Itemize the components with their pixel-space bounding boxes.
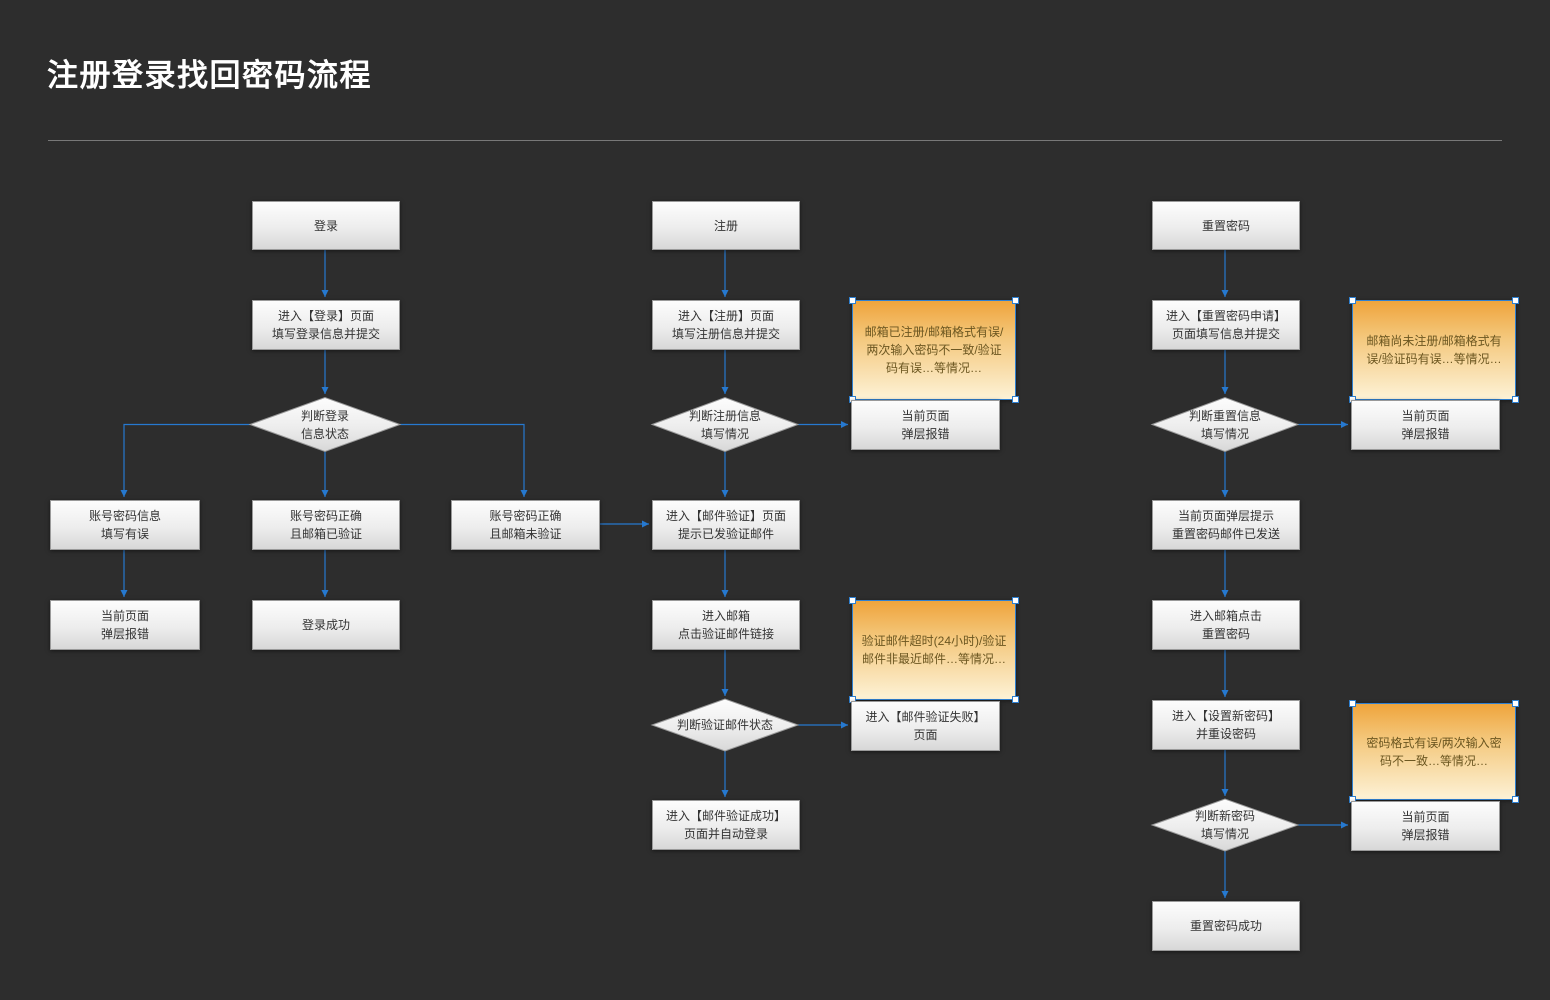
note-register-errors[interactable]: 邮箱已注册/邮箱格式有误/两次输入密码不一致/验证码有误…等情况… [849,297,1019,400]
node-login-start-label: 登录 [313,218,338,233]
node-register-check-label: 判断注册信息 填写情况 [688,408,761,441]
node-reset-click-label: 进入邮箱点击 重置密码 [1189,609,1262,641]
note-verify-errors[interactable]: 验证邮件超时(24小时)/验证邮件非最近邮件…等情况… [849,597,1019,700]
node-login-ok-verified[interactable]: 账号密码正确 且邮箱已验证 [252,500,400,550]
node-reset-start[interactable]: 重置密码 [1152,201,1300,250]
node-reset-error-popup-1-label: 当前页面 弹层报错 [1401,409,1450,441]
node-register-start-label: 注册 [713,218,738,233]
node-login-ok-unverified[interactable]: 账号密码正确 且邮箱未验证 [451,500,600,550]
node-reset-check[interactable]: 判断重置信息 填写情况 [1152,397,1298,452]
node-reset-success[interactable]: 重置密码成功 [1152,901,1300,951]
node-login-ok-unverified-label: 账号密码正确 且邮箱未验证 [489,509,562,541]
node-login-start[interactable]: 登录 [252,201,400,250]
node-verify-click-label: 进入邮箱 点击验证邮件链接 [677,609,774,641]
node-login-check[interactable]: 判断登录 信息状态 [250,397,400,452]
node-login-check-label: 判断登录 信息状态 [300,408,349,441]
node-reset-new-password[interactable]: 进入【设置新密码】 并重设密码 [1152,700,1300,750]
node-verify-page[interactable]: 进入【邮件验证】页面 提示已发验证邮件 [652,500,800,550]
node-register-error-popup-label: 当前页面 弹层报错 [901,409,950,441]
node-login-enter[interactable]: 进入【登录】页面 填写登录信息并提交 [252,300,400,350]
node-login-enter-label: 进入【登录】页面 填写登录信息并提交 [271,309,380,341]
note-new-password-errors[interactable]: 密码格式有误/两次输入密码不一致…等情况… [1349,700,1519,800]
node-reset-mail-sent[interactable]: 当前页面弹层提示 重置密码邮件已发送 [1152,500,1300,550]
node-register-enter-label: 进入【注册】页面 填写注册信息并提交 [671,309,780,341]
note-reset-apply-errors[interactable]: 邮箱尚未注册/邮箱格式有误/验证码有误…等情况… [1349,297,1519,400]
node-reset-mail-sent-label: 当前页面弹层提示 重置密码邮件已发送 [1171,509,1280,541]
node-reset-success-label: 重置密码成功 [1189,919,1262,933]
node-reset-error-popup-2-label: 当前页面 弹层报错 [1401,810,1450,842]
page-title: 注册登录找回密码流程 [47,58,372,93]
node-reset-click[interactable]: 进入邮箱点击 重置密码 [1152,600,1300,650]
note-verify-errors-label: 验证邮件超时(24小时)/验证邮件非最近邮件…等情况… [861,634,1007,666]
node-login-wrong-label: 账号密码信息 填写有误 [88,509,161,541]
note-new-password-errors-label: 密码格式有误/两次输入密码不一致…等情况… [1361,734,1507,770]
node-reset-enter[interactable]: 进入【重置密码申请】 页面填写信息并提交 [1152,300,1300,350]
node-register-start[interactable]: 注册 [652,201,800,250]
node-verify-fail[interactable]: 进入【邮件验证失败】 页面 [851,701,1000,751]
node-reset-new-password-label: 进入【设置新密码】 并重设密码 [1171,709,1280,741]
node-new-password-check[interactable]: 判断新密码 填写情况 [1152,799,1298,851]
title-divider [48,140,1502,141]
node-verify-success[interactable]: 进入【邮件验证成功】 页面并自动登录 [652,800,800,850]
node-reset-enter-label: 进入【重置密码申请】 页面填写信息并提交 [1165,309,1286,341]
node-login-error-popup-label: 当前页面 弹层报错 [100,609,149,641]
node-verify-success-label: 进入【邮件验证成功】 页面并自动登录 [665,809,786,841]
node-login-ok-verified-label: 账号密码正确 且邮箱已验证 [289,509,362,541]
node-login-error-popup[interactable]: 当前页面 弹层报错 [50,600,200,650]
node-register-check[interactable]: 判断注册信息 填写情况 [652,397,798,452]
node-verify-check-label: 判断验证邮件状态 [676,718,773,732]
node-verify-fail-label: 进入【邮件验证失败】 页面 [865,710,986,742]
node-reset-error-popup-1[interactable]: 当前页面 弹层报错 [1351,400,1500,450]
node-reset-error-popup-2[interactable]: 当前页面 弹层报错 [1351,801,1500,851]
node-register-error-popup[interactable]: 当前页面 弹层报错 [851,400,1000,450]
node-verify-click[interactable]: 进入邮箱 点击验证邮件链接 [652,600,800,650]
note-register-errors-label: 邮箱已注册/邮箱格式有误/两次输入密码不一致/验证码有误…等情况… [861,323,1007,377]
node-reset-check-label: 判断重置信息 填写情况 [1188,408,1261,441]
node-login-success[interactable]: 登录成功 [252,600,400,650]
node-verify-check[interactable]: 判断验证邮件状态 [652,699,798,751]
node-login-wrong[interactable]: 账号密码信息 填写有误 [50,500,200,550]
node-verify-page-label: 进入【邮件验证】页面 提示已发验证邮件 [665,509,786,541]
node-register-enter[interactable]: 进入【注册】页面 填写注册信息并提交 [652,300,800,350]
note-reset-apply-errors-label: 邮箱尚未注册/邮箱格式有误/验证码有误…等情况… [1361,332,1507,368]
node-reset-start-label: 重置密码 [1201,218,1250,233]
node-new-password-check-label: 判断新密码 填写情况 [1194,809,1255,841]
node-login-success-label: 登录成功 [301,618,350,632]
